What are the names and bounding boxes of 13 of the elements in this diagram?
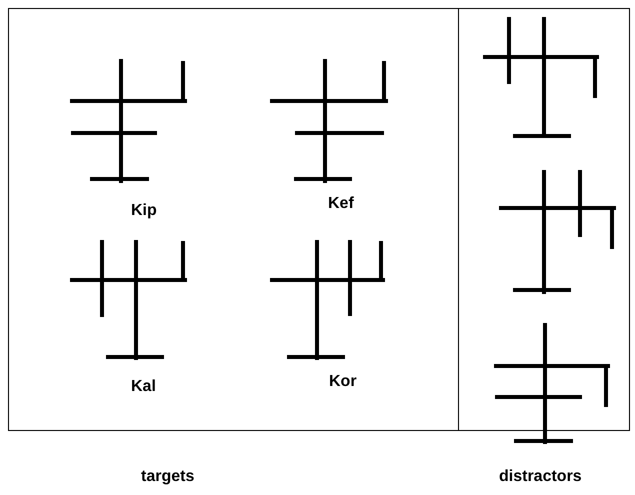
symbol-drawing: [70, 59, 187, 183]
symbol-drawing: [499, 170, 616, 294]
symbol-drawing: [270, 240, 385, 360]
symbol-drawing: [270, 59, 388, 183]
symbol-drawing: [70, 240, 187, 360]
symbol-name: Kal: [131, 378, 156, 396]
symbol-name: Kor: [329, 373, 357, 391]
panel-caption: targets: [141, 468, 194, 486]
panel-caption: distractors: [499, 468, 582, 486]
symbol-name: Kef: [328, 195, 354, 213]
symbol-drawing: [483, 17, 599, 138]
symbol-drawing: [494, 323, 610, 444]
symbol-name: Kip: [131, 202, 157, 220]
